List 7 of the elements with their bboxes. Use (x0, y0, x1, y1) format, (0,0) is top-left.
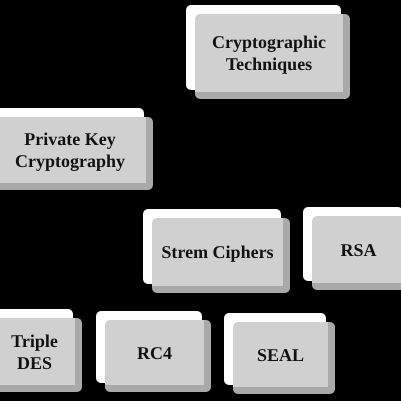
box-label: RC4 (137, 342, 172, 364)
box-label: Triple DES (10, 330, 59, 374)
box-label: RSA (340, 238, 376, 260)
box-label: Strem Ciphers (161, 241, 274, 263)
box-label: Private Key Cryptography (14, 128, 126, 172)
box-label: SEAL (256, 344, 304, 366)
box-label: Cryptographic Techniques (211, 31, 327, 75)
